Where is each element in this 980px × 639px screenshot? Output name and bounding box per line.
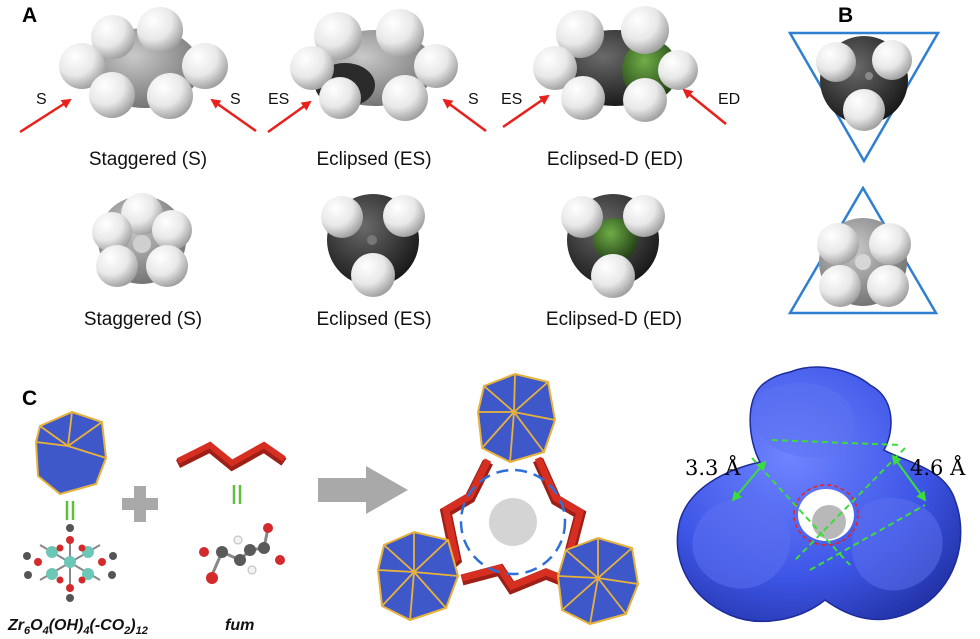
pore-sphere: [489, 498, 537, 546]
arrow-label-eclipsed-right: S: [468, 91, 479, 108]
dashed-line-3: [794, 447, 906, 561]
staggered-in-triangle-model: [817, 218, 911, 307]
caption-eclipsed-end: Eclipsed (ES): [316, 309, 431, 330]
zr-cluster-polyhedron: [34, 410, 108, 496]
equivalence-mark-right: [232, 485, 242, 504]
measure-label-right: 4.6 Å: [910, 455, 966, 480]
measure-arrow-right: [891, 454, 927, 502]
linker-label: fum: [225, 617, 254, 634]
reaction-arrow: [318, 466, 408, 514]
arrow-eclipsed-d-right: [682, 88, 727, 125]
measure-arrow-left: [731, 460, 767, 502]
arrow-label-staggered-left: S: [36, 91, 47, 108]
arrow-staggered-left: [19, 98, 72, 134]
pore-red-circle: [793, 484, 859, 546]
caption-staggered-side: Staggered (S): [89, 149, 207, 170]
measure-label-left: 3.3 Å: [685, 455, 741, 480]
arrow-label-eclipsed-left: ES: [268, 91, 289, 108]
fumarate-linker-stick: [175, 441, 287, 472]
staggered-side-model: [59, 7, 228, 119]
arrow-label-eclipsed-d-left: ES: [501, 91, 522, 108]
cluster-top: [476, 372, 557, 464]
arrow-label-staggered-right: S: [230, 91, 241, 108]
dashed-line-4: [809, 504, 926, 571]
caption-eclipsed-d-side: Eclipsed-D (ED): [547, 149, 683, 170]
cluster-bottom-left: [376, 530, 460, 622]
eclipsed-in-triangle-model: [816, 36, 912, 131]
pore-dashed-circle: [459, 468, 567, 576]
caption-eclipsed-side: Eclipsed (ES): [316, 149, 431, 170]
arrow-label-eclipsed-d-right: ED: [718, 91, 740, 108]
fumarate-ball-stick: [199, 523, 285, 584]
cluster-formula: Zr6O4(OH)4(-CO2)12: [7, 617, 148, 637]
eclipsed-d-end-model: [561, 194, 665, 298]
eclipsed-side-model: [290, 9, 458, 121]
cluster-bottom-right: [556, 536, 640, 626]
arrow-staggered-right: [210, 98, 257, 133]
staggered-end-model: [92, 193, 192, 287]
caption-staggered-end: Staggered (S): [84, 309, 202, 330]
panel-label-a: A: [22, 4, 37, 27]
zr-cluster-ball-stick: [23, 524, 117, 602]
arrow-eclipsed-right: [442, 98, 487, 133]
dashed-line-2: [771, 439, 901, 446]
pore-probe-sphere: [812, 505, 846, 539]
eclipsed-d-side-model: [533, 6, 698, 122]
plus-sign: [122, 486, 158, 522]
caption-eclipsed-d-end: Eclipsed-D (ED): [546, 309, 682, 330]
arrow-eclipsed-left: [267, 100, 312, 134]
panel-label-b: B: [838, 4, 853, 27]
pore-surface-model: [676, 366, 962, 623]
arrow-eclipsed-d-left: [502, 94, 550, 129]
equivalence-mark-left: [65, 501, 75, 520]
dashed-line-1: [751, 457, 851, 566]
panel-label-c: C: [22, 387, 37, 410]
eclipsed-end-model: [321, 194, 425, 297]
